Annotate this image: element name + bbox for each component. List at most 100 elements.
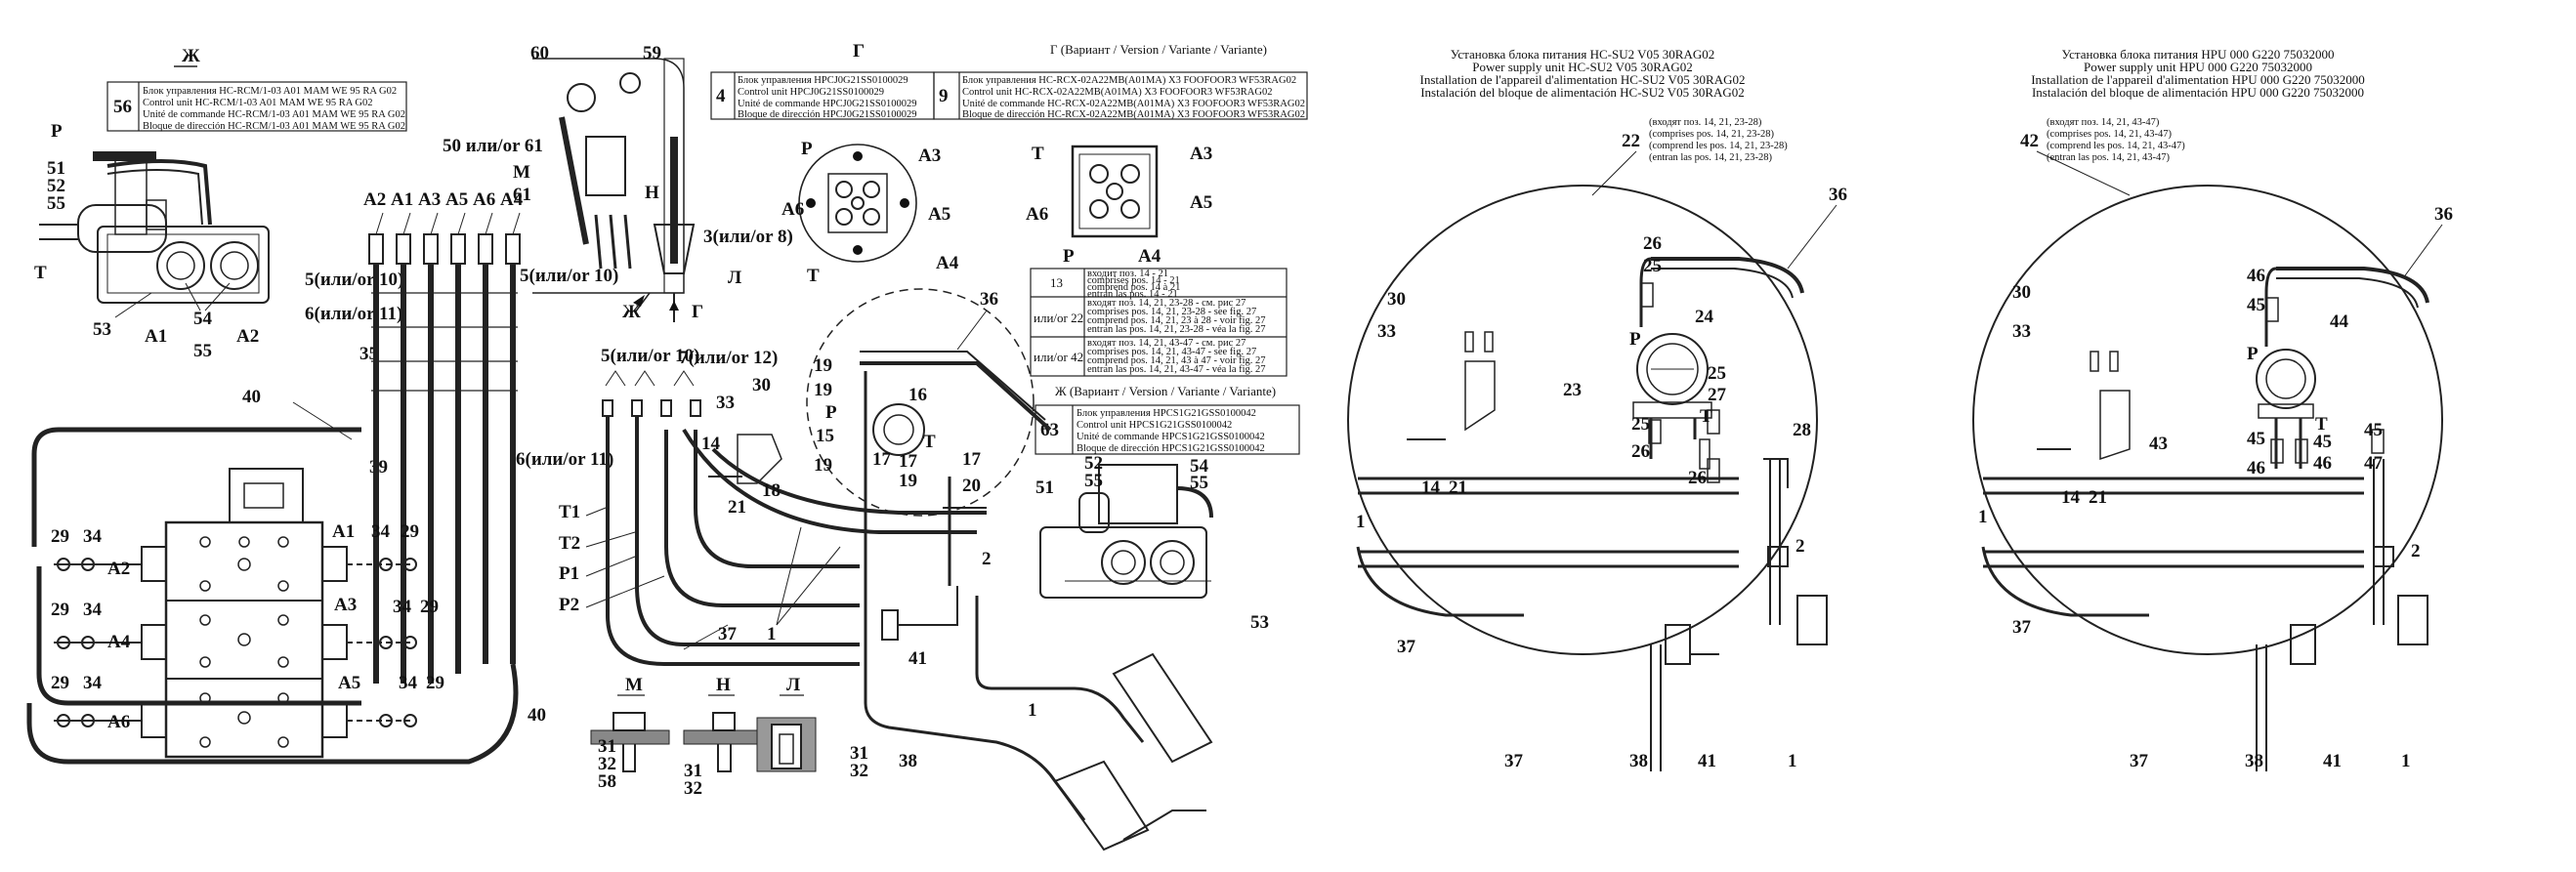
detail-circle	[806, 288, 1035, 517]
callout-30: 30	[2012, 282, 2031, 303]
callout-46: 46	[2247, 266, 2265, 286]
table-56: 56 Блок управления HC-RCM/1-03 A01 MAM W…	[106, 81, 407, 132]
callout-29: 29	[51, 526, 69, 547]
callout-n: Н	[645, 183, 659, 203]
callout-27: 27	[1708, 385, 1727, 405]
power-unit-2-title: Installation de l'appareil d'alimentatio…	[2031, 72, 2365, 87]
callout-p: P	[1629, 329, 1641, 350]
callout-30: 30	[752, 375, 771, 395]
callout-31: 31	[598, 736, 616, 757]
callout-t2: T2	[559, 533, 580, 554]
callout-30: 30	[1387, 289, 1406, 310]
callout-p: P	[51, 121, 63, 142]
fittings-column	[368, 212, 521, 684]
table-56-line: Bloque de dirección HC-RCM/1-03 A01 MAM …	[143, 121, 405, 132]
power-unit-view-1: Установка блока питания HC-SU2 V05 30RAG…	[1347, 47, 1847, 771]
power-unit-1-title: Instalación del bloque de alimentación H…	[1420, 85, 1745, 100]
details-mnl: М Н Л 31 32 58 31 32 31 32	[590, 675, 868, 799]
power-unit-1-note: (входят поз. 14, 21, 23-28)	[1649, 117, 1762, 128]
callout-1: 1	[767, 624, 777, 644]
callout-21: 21	[2089, 487, 2107, 508]
callout-33: 33	[1377, 321, 1396, 342]
callout-14: 14	[701, 434, 721, 454]
callout-41: 41	[2323, 751, 2342, 771]
callout-58: 58	[598, 771, 616, 792]
callout-29: 29	[420, 597, 439, 617]
callout-33: 33	[716, 393, 735, 413]
callout-38: 38	[899, 751, 917, 771]
view-zh-variant: Ж (Вариант / Version / Variante / Varian…	[1035, 384, 1300, 633]
callout-5-10: 5(или/or 10)	[520, 266, 618, 286]
callout-t: T	[1700, 406, 1712, 427]
block-view-square	[1071, 145, 1159, 238]
callout-t: T	[2315, 414, 2328, 435]
callout-14: 14	[2061, 487, 2081, 508]
callout-3-8: 3(или/or 8)	[703, 227, 793, 247]
callout-55: 55	[1084, 471, 1103, 491]
callout-44: 44	[2330, 311, 2349, 332]
table-9-line: Control unit HC-RCX-02A22MB(A01MA) X3 FO…	[962, 87, 1272, 98]
callout-a5: A5	[445, 189, 468, 210]
callout-2: 2	[1795, 536, 1805, 557]
detail-m-label: М	[625, 675, 643, 695]
callout-60: 60	[530, 43, 549, 63]
callout-51: 51	[47, 158, 65, 179]
callout-41: 41	[908, 648, 927, 669]
callout-a2: A2	[107, 559, 130, 579]
callout-5-10: 5(или/or 10)	[601, 346, 699, 366]
callout-53: 53	[1250, 612, 1269, 633]
distributor-block	[141, 468, 348, 759]
main-scheme: A2 A1 A3 A5 A6 A4 5(или/or 10) 6(или/or …	[26, 189, 618, 765]
callout-14: 14	[1421, 478, 1441, 498]
callout-37: 37	[718, 624, 738, 644]
callout-a1: A1	[145, 326, 167, 347]
detail-l-label: Л	[786, 675, 800, 695]
power-unit-view-2: Установка блока питания HPU 000 G220 750…	[1972, 47, 2453, 771]
callout-1: 1	[1978, 507, 1988, 527]
table-variants-line: entran las pos. 14 - 21	[1087, 289, 1178, 300]
callout-46: 46	[2313, 453, 2332, 474]
callout-5-10: 5(или/or 10)	[305, 270, 403, 290]
table-56-line: Блок управления HC-RCM/1-03 A01 MAM WE 9…	[143, 86, 397, 97]
callout-t1: T1	[559, 502, 580, 522]
joystick-inset: 60 59 50 или/or 61 М 61 Н 3(или/or 8) Л …	[443, 43, 793, 322]
callout-t: T	[1032, 144, 1044, 164]
callout-36: 36	[980, 289, 998, 310]
callout-26: 26	[1688, 468, 1707, 488]
callout-m: М	[513, 162, 530, 183]
table-variants-num: или/or 42	[1034, 350, 1083, 364]
callout-26: 26	[1631, 441, 1650, 462]
callout-25: 25	[1631, 414, 1650, 435]
callout-2: 2	[982, 549, 992, 569]
callout-p: P	[1063, 246, 1075, 267]
callout-29: 29	[426, 673, 444, 693]
callout-31: 31	[684, 761, 702, 781]
control-unit-variant-drawing	[1039, 464, 1213, 599]
callout-t: T	[923, 432, 936, 452]
table-variants-line: входят поз. 14, 21, 23-28 - см. рис 27	[1087, 298, 1246, 309]
callout-a1: A1	[391, 189, 413, 210]
table-variants-num: или/or 22	[1034, 311, 1083, 325]
table-4-line: Блок управления HPCJ0G21SS0100029	[738, 75, 908, 86]
callout-19: 19	[814, 455, 832, 476]
callout-19: 19	[814, 380, 832, 400]
callout-34: 34	[83, 526, 103, 547]
power-unit-2-title: Instalación del bloque de alimentación H…	[2032, 85, 2364, 100]
view-g-variant-title: Г (Вариант / Version / Variante / Varian…	[1050, 42, 1267, 57]
table-56-line: Control unit HC-RCM/1-03 A01 MAM WE 95 R…	[143, 98, 373, 108]
callout-21: 21	[1449, 478, 1467, 498]
callout-p2: P2	[559, 595, 579, 615]
callout-a4: A4	[1138, 246, 1161, 267]
table-4-num: 4	[716, 86, 726, 106]
callout-1: 1	[1356, 512, 1366, 532]
callout-37: 37	[1397, 637, 1416, 657]
callout-29: 29	[51, 673, 69, 693]
callout-29: 29	[51, 600, 69, 620]
callout-a4: A4	[500, 189, 524, 210]
callout-53: 53	[93, 319, 111, 340]
callout-36: 36	[1829, 185, 1847, 205]
table-variants-line: comprises pos. 14, 21, 43-47 - see fig. …	[1087, 347, 1256, 357]
callout-61: 61	[513, 185, 531, 205]
table-63-line: Bloque de dirección HPCS1G21GSS0100042	[1077, 443, 1265, 454]
callout-52: 52	[47, 176, 65, 196]
